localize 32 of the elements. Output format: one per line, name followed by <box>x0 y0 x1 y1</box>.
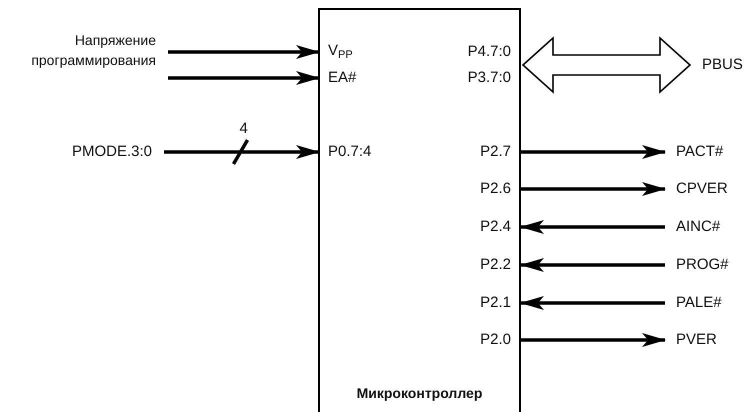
arrow <box>168 45 320 59</box>
signal-label: PACT# <box>668 141 750 163</box>
arrow <box>168 71 320 85</box>
arrow <box>520 220 665 234</box>
pin-label: P2.6 <box>430 178 519 200</box>
arrow <box>520 258 665 272</box>
pin-label: P2.7 <box>430 141 519 163</box>
signal-label: PVER <box>668 329 750 351</box>
pin-label: P4.7:0 <box>430 41 519 63</box>
bus-arrow <box>522 36 692 94</box>
signal-label: PMODE.3:0 <box>10 141 160 163</box>
pin-label: V$_{PP}$ <box>320 40 390 64</box>
signal-label: CPVER <box>668 178 750 200</box>
box-title: Микроконтроллер <box>356 384 484 402</box>
signal-label: PROG# <box>668 254 750 276</box>
signal-label: AINC# <box>668 216 750 238</box>
arrow <box>521 182 666 196</box>
pin-label: P0.7:4 <box>320 141 390 163</box>
pin-label: P2.4 <box>430 216 519 238</box>
pin-label: P3.7:0 <box>430 67 519 89</box>
signal-label: PBUS <box>694 54 750 76</box>
arrow <box>521 333 666 347</box>
arrow <box>521 145 666 159</box>
pin-label: P2.1 <box>430 292 519 314</box>
signal-label: PALE# <box>668 292 750 314</box>
arrow <box>520 296 665 310</box>
pin-label: P2.0 <box>430 329 519 351</box>
signal-label: Напряжение программирования <box>8 30 164 90</box>
pin-label: EA# <box>320 67 390 89</box>
arrow <box>162 138 321 166</box>
microcontroller-box <box>318 8 521 412</box>
pin-label: P2.2 <box>430 254 519 276</box>
